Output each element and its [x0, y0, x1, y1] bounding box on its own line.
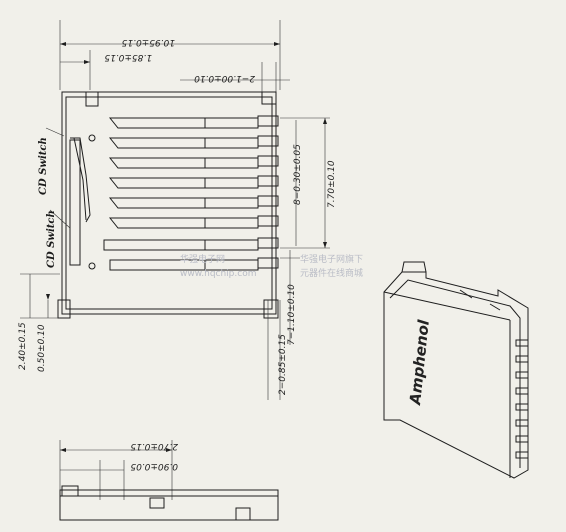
dim-bottom-pin: 2−0.85±0.15 — [278, 334, 288, 395]
dim-overall-width: 10.95±0.15 — [121, 37, 175, 47]
watermark-line3: 华强电子网旗下 — [300, 253, 363, 265]
watermark-line1: 华强电子网 — [180, 253, 225, 265]
dim-left-small: 0.50±0.10 — [37, 324, 47, 372]
right-terminals — [257, 115, 279, 269]
cd-switch-label-upper: CD Switch — [38, 137, 49, 195]
iso-terminals — [515, 339, 529, 459]
dim-side-small: 0.90±0.05 — [130, 461, 178, 471]
side-view: 2.70±0.15 0.90±0.05 — [59, 440, 279, 521]
dim-left-height: 2.40±0.15 — [18, 322, 28, 370]
watermark-line4: 元器件在线商城 — [300, 267, 363, 279]
dim-pin-pitch-top: 2−1.00±0.10 — [194, 73, 255, 83]
isometric-view: Amphenol — [383, 261, 529, 479]
cd-switch-label-lower: CD Switch — [46, 210, 57, 268]
dim-pitch-lower: 7−1.10±0.10 — [287, 284, 297, 345]
dim-pin-width: 8−0.30±0.05 — [293, 144, 303, 205]
dim-pin-span: 7.70±0.10 — [327, 160, 337, 208]
dim-side-length: 2.70±0.15 — [130, 441, 178, 451]
watermark-line2: www.hqchip.com — [180, 269, 256, 279]
top-view: 10.95±0.15 1.85±0.15 2−1.00±0.10 — [18, 20, 363, 400]
brand-logo: Amphenol — [406, 318, 433, 406]
dim-left-offset: 1.85±0.15 — [104, 52, 152, 62]
contact-pins — [103, 117, 259, 271]
